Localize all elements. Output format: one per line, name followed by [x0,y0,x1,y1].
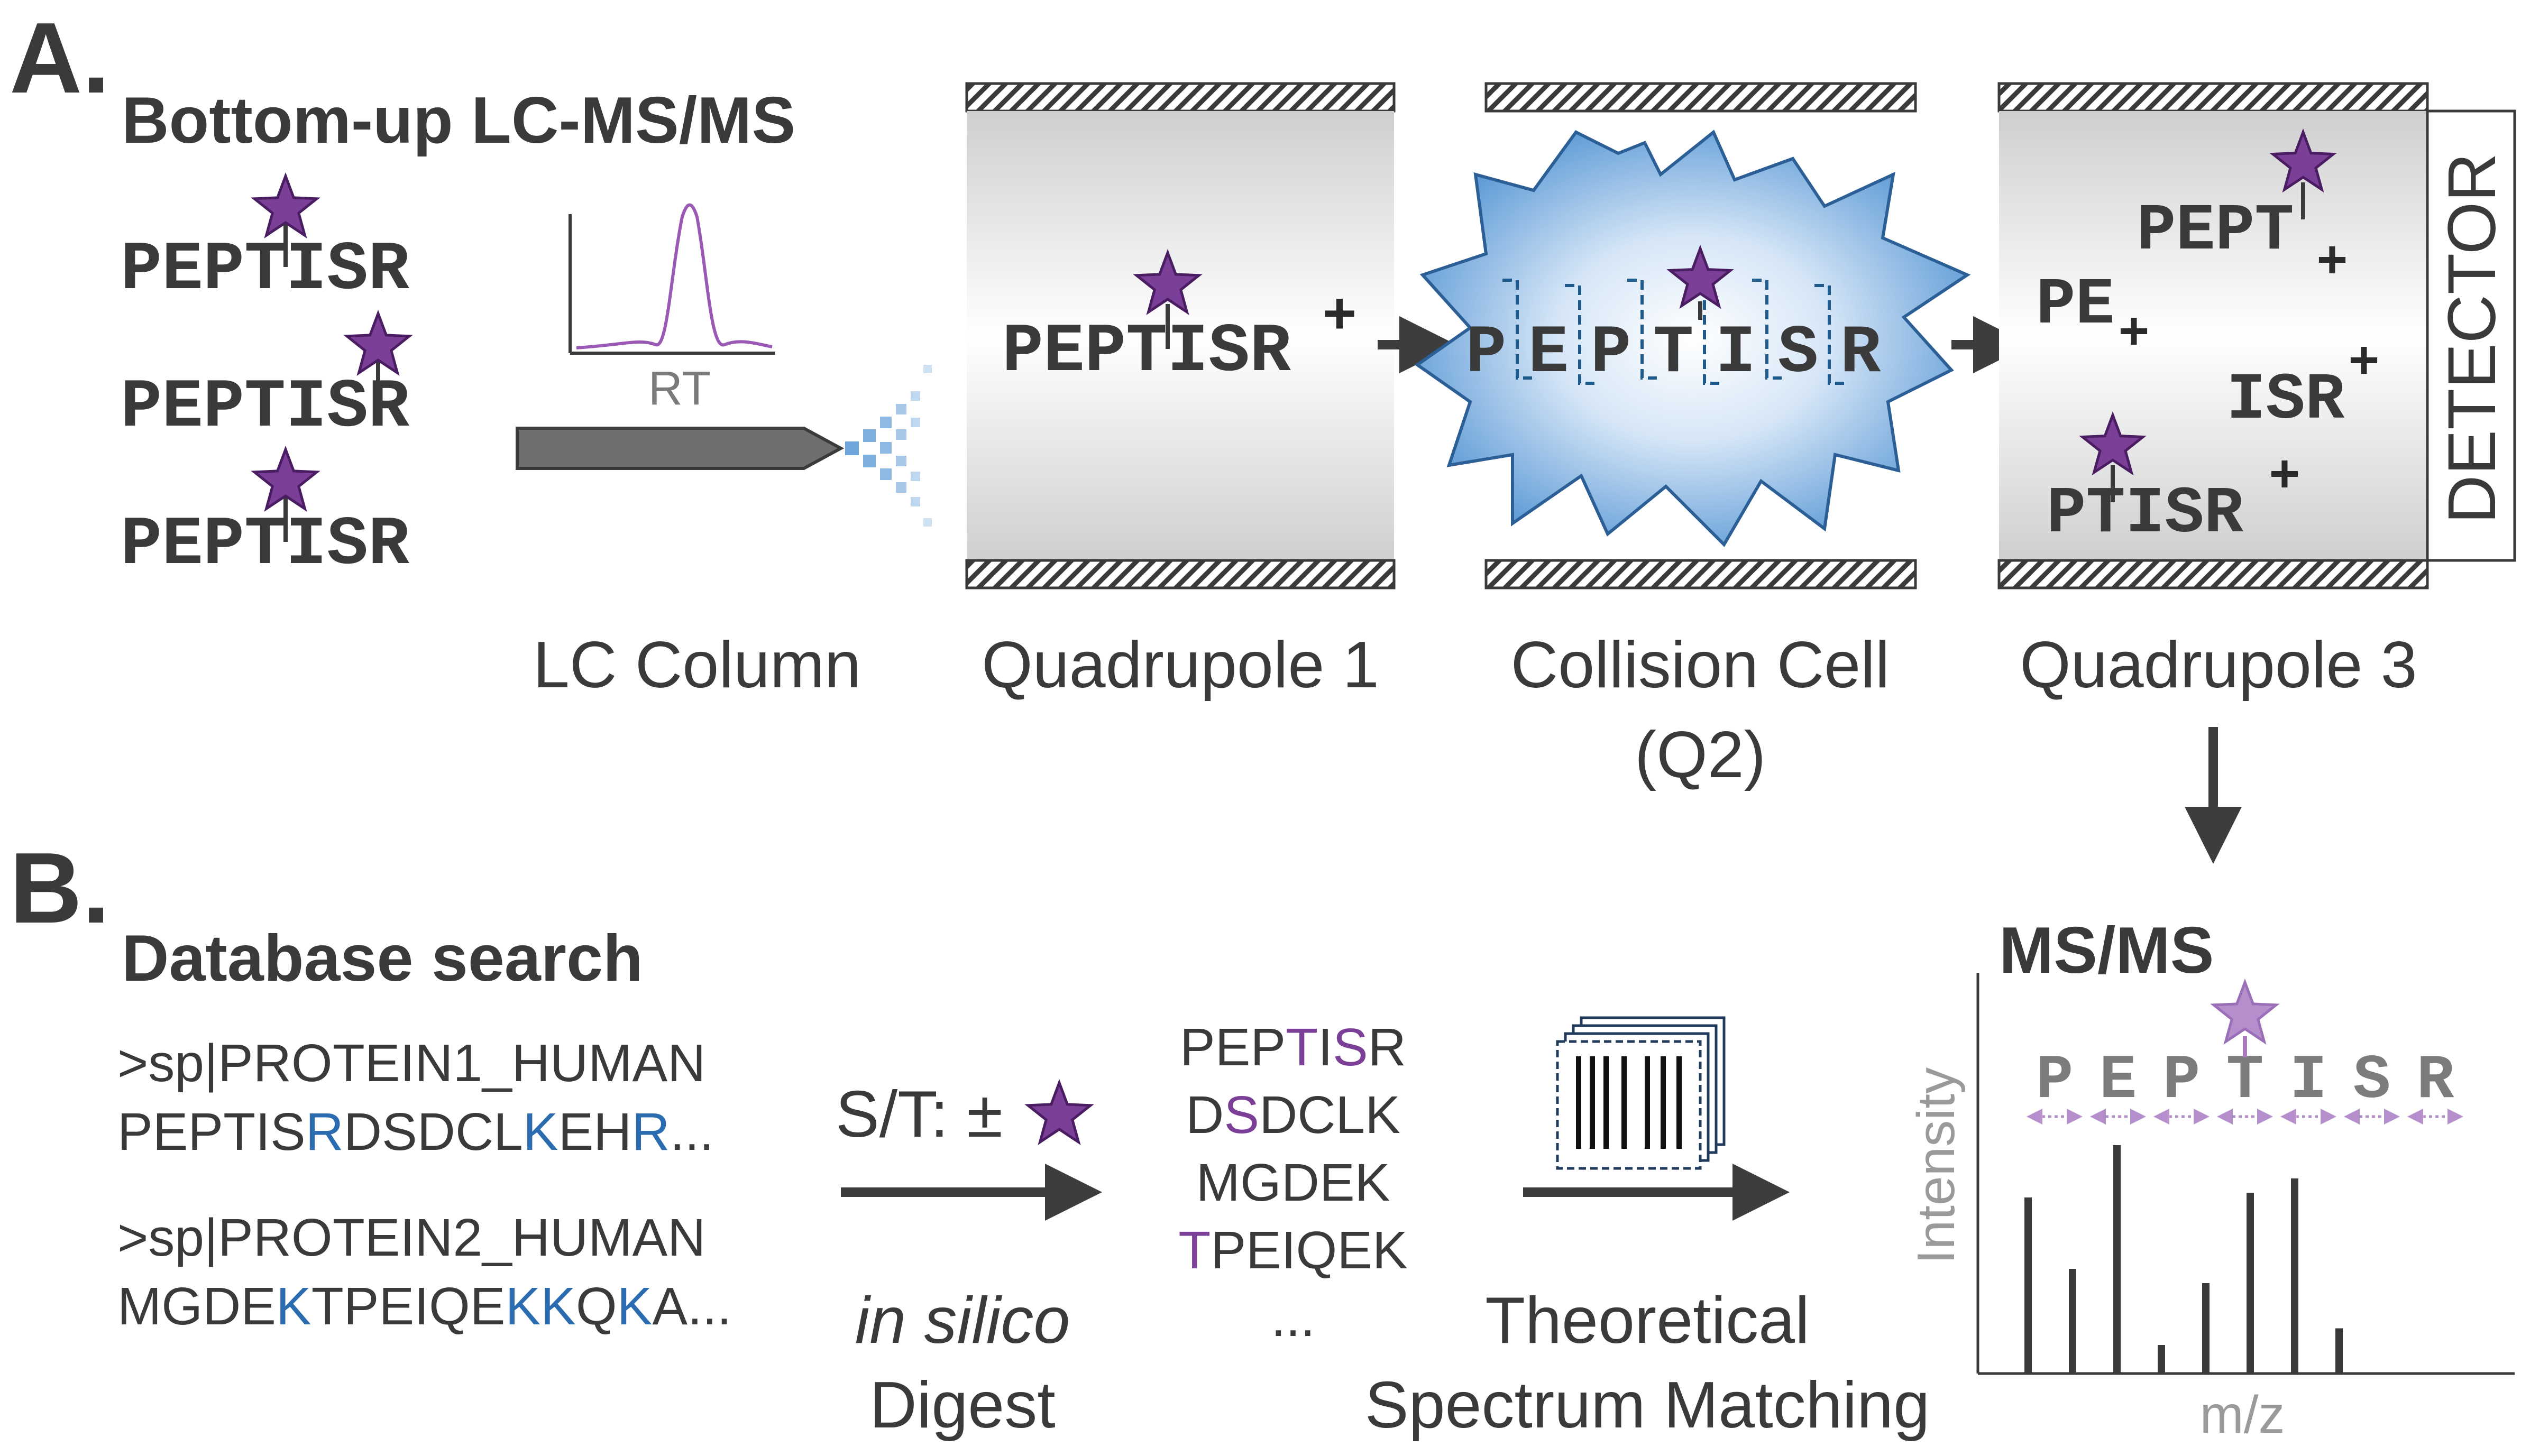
theoretical-spectra-stack-icon [1556,1016,1726,1170]
spectrum-peak [2069,1269,2076,1374]
spectrum-matching-step: Theoretical Spectrum Matching [1365,1016,1930,1442]
protein2-sequence: MGDEKTPEIQEKKQKA... [117,1277,731,1336]
digest-product: PEPTISR [1180,1018,1406,1077]
x-axis-label: m/z [2199,1385,2285,1444]
peptide-list: PEPTISR PEPTISR PEPTISR [121,172,413,584]
collision-letter: R [1840,315,1881,392]
phospho-star-icon [251,172,320,238]
spectrum-letter: I [2290,1046,2327,1116]
quadrupole-3: DETECTOR PEPT + PE + ISR + PTISR + [1997,82,2516,589]
electrospray-icon [845,365,932,527]
spectrum-peak [2024,1197,2032,1374]
rt-axis-label: RT [648,362,711,415]
q1-ion: PEPTISR [1002,314,1291,391]
spectrum-peak [2335,1328,2343,1374]
peptide-1: PEPTISR [121,232,409,309]
q2-label-line1: Collision Cell [1511,629,1890,702]
collision-burst-icon [1414,130,1971,547]
collision-letter: E [1528,315,1569,392]
digest-step: S/T: ± in silico Digest [836,1078,1102,1442]
spectrum-peak [2247,1193,2254,1374]
phospho-star-icon [2210,978,2280,1045]
cleavage-site-marker [1752,279,1782,380]
protein2-header: >sp|PROTEIN2_HUMAN [117,1208,705,1267]
q1-label: Quadrupole 1 [982,629,1379,702]
lc-column-label: LC Column [533,629,861,702]
phospho-star-icon [1133,248,1203,315]
panel-a-label: A. [10,2,110,114]
digest-label-line2: Digest [869,1369,1055,1442]
msms-title: MS/MS [1999,914,2214,987]
digest-product: MGDEK [1196,1153,1390,1212]
collision-letter: T [1653,315,1694,392]
panel-b-label: B. [10,832,110,944]
protein1-header: >sp|PROTEIN1_HUMAN [117,1034,705,1093]
chromatogram: RT [569,203,775,415]
cleavage-site-marker [1814,284,1844,385]
digest-product: DSDCLK [1186,1085,1400,1145]
spectrum-letter: P [2163,1046,2201,1116]
spectrum-letter: E [2100,1046,2137,1116]
cleavage-site-marker [1565,284,1594,385]
q2-label-line2: (Q2) [1635,718,1766,791]
quadrupole-1: PEPTISR + [965,82,1396,589]
fragment-pe: PE [2036,269,2115,343]
panel-b-title: Database search [122,922,643,995]
lc-column [516,365,932,527]
protein1-sequence: PEPTISRDSDCLKEHR... [117,1102,714,1162]
cleavage-site-marker [1627,279,1657,380]
collision-letter: S [1778,315,1819,392]
spectrum-peak [2158,1345,2165,1374]
phospho-star-icon [2269,128,2337,193]
modification-label: S/T: ± [836,1078,1003,1151]
digest-label-line1: in silico [855,1284,1070,1357]
phospho-star-icon [251,445,320,512]
phospho-star-icon [343,309,413,376]
spectrum-peaks [2024,1145,2343,1374]
fragment-isr-charge: + [2348,335,2380,394]
phospho-star-icon [1666,244,1734,309]
cleavage-site-marker [1502,279,1532,380]
fragment-pe-charge: + [2118,306,2150,365]
matching-label-line2: Spectrum Matching [1365,1369,1930,1442]
fragment-ptisr: PTISR [2047,477,2244,551]
detector-label: DETECTOR [2434,153,2510,524]
q1-ion-charge: + [1322,285,1357,351]
detector-box [2426,109,2516,562]
phospho-star-icon [2079,411,2147,476]
panel-a-title: Bottom-up LC-MS/MS [122,84,795,157]
spectrum-peak [2202,1283,2210,1374]
spectrum-letter: S [2353,1046,2391,1116]
q3-label: Quadrupole 3 [2020,629,2417,702]
collision-letter: P [1466,315,1507,392]
spectrum-letter: P [2036,1046,2074,1116]
digest-product: TPEIQEK [1178,1221,1407,1280]
fragment-pept: PEPT [2137,195,2294,269]
collision-letter: I [1716,315,1756,392]
phospho-star-icon [1024,1079,1094,1145]
spectrum-letter: T [2226,1046,2264,1116]
digest-product: ... [1271,1288,1315,1348]
fragment-ptisr-charge: + [2269,448,2300,508]
spectrum-letter: R [2417,1046,2454,1116]
fragment-isr: ISR [2226,364,2345,438]
peptide-2: PEPTISR [121,369,409,447]
collision-letter: P [1591,315,1631,392]
digest-products: PEPTISR DSDCLK MGDEK TPEIQEK... [1178,1018,1407,1348]
matching-label-line1: Theoretical [1485,1284,1809,1357]
fragment-pept-charge: + [2316,234,2348,294]
y-axis-label: Intensity [1906,1067,1966,1264]
chromatogram-peak [576,203,773,349]
fasta-database: >sp|PROTEIN1_HUMAN PEPTISRDSDCLKEHR... >… [117,1034,731,1336]
spectrum-peak [2113,1145,2121,1374]
spectrum-peak [2291,1178,2298,1374]
peptide-3: PEPTISR [121,506,409,584]
